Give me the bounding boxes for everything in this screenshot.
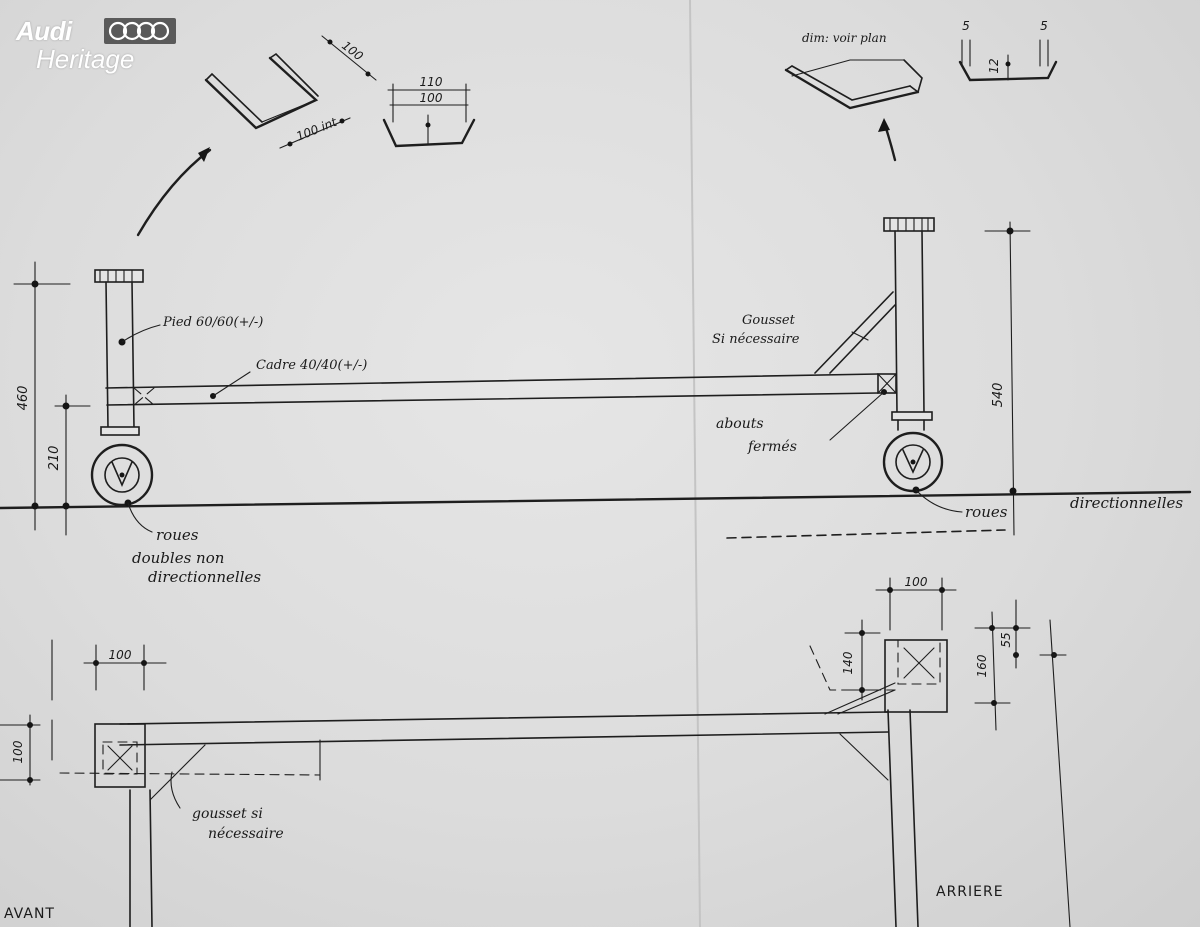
ground-line [0, 490, 1192, 510]
plan-dim-100-left: 100 [109, 648, 132, 662]
label-wheels-left-1: roues [156, 526, 199, 544]
front-post-section [94, 723, 146, 788]
detail-left-dim-100: 100 [420, 91, 443, 105]
ground-dashed-line [726, 529, 1006, 539]
plan-dim-160: 160 [975, 654, 989, 677]
detail-left-dim-100-top: 100 [339, 38, 366, 63]
label-closed-ends-top: abouts [716, 416, 764, 432]
detail-left-dim-110: 110 [420, 75, 443, 89]
detail-right-tray: dim: voir plan 5 5 12 [784, 19, 1058, 162]
label-closed-ends-bottom: fermés [747, 439, 797, 455]
paper-fold [689, 0, 701, 927]
plan-dim-100-right: 100 [905, 575, 928, 589]
front-leg [90, 269, 154, 507]
detail-right-dim-5-right: 5 [1040, 19, 1048, 33]
rear-leg [814, 217, 944, 494]
top-view-side-elevation: 460 210 540 Pied 60/60(+/-) Cadre 40/40(… [0, 217, 1192, 586]
front-wheel [90, 443, 154, 507]
label-front-leg: Pied 60/60(+/-) [162, 315, 263, 330]
label-wheels-left-2: doubles non [132, 549, 224, 567]
rear-leg-top-plate [883, 217, 935, 232]
label-frame: Cadre 40/40(+/-) [256, 358, 367, 373]
dim-460: 460 [16, 386, 31, 411]
logo-brand: Audi [16, 16, 72, 46]
top-view-leaders [121, 324, 963, 533]
four-rings-icon [104, 18, 176, 44]
label-wheels-right-2: directionnelles [1070, 494, 1183, 512]
logo-sub: Heritage [36, 44, 135, 74]
label-wheels-left-3: directionnelles [148, 568, 261, 586]
audi-heritage-logo: Audi Heritage [14, 14, 176, 78]
label-gusset-plan-2: nécessaire [208, 826, 284, 842]
label-gusset-plan-1: gousset si [192, 806, 263, 822]
detail-right-dim-12: 12 [987, 58, 1001, 73]
label-wheels-right-1: roues [965, 503, 1008, 521]
label-gusset-top: Gousset [742, 313, 796, 328]
plan-dim-55: 55 [999, 632, 1013, 647]
detail-left-dim-100-int: 100 int [294, 114, 340, 143]
detail-right-note: dim: voir plan [802, 31, 887, 45]
plan-view: 100 100 100 140 55 160 gousset si nécess… [0, 575, 1071, 927]
dim-540: 540 [991, 383, 1006, 408]
plan-dim-100-side: 100 [11, 740, 25, 763]
label-front: AVANT [4, 906, 55, 922]
side-frame-rail [105, 373, 897, 406]
rear-post-section [884, 639, 948, 713]
height-dimensions [13, 221, 1031, 536]
dim-210: 210 [47, 446, 62, 471]
detail-left-tray: 100 100 int 110 100 [136, 35, 476, 237]
label-rear: ARRIERE [936, 884, 1004, 900]
plan-dim-140: 140 [841, 651, 855, 674]
front-leg-top-plate [94, 269, 144, 283]
label-gusset-bottom: Si nécessaire [712, 332, 800, 347]
detail-right-dim-5-left: 5 [962, 19, 970, 33]
